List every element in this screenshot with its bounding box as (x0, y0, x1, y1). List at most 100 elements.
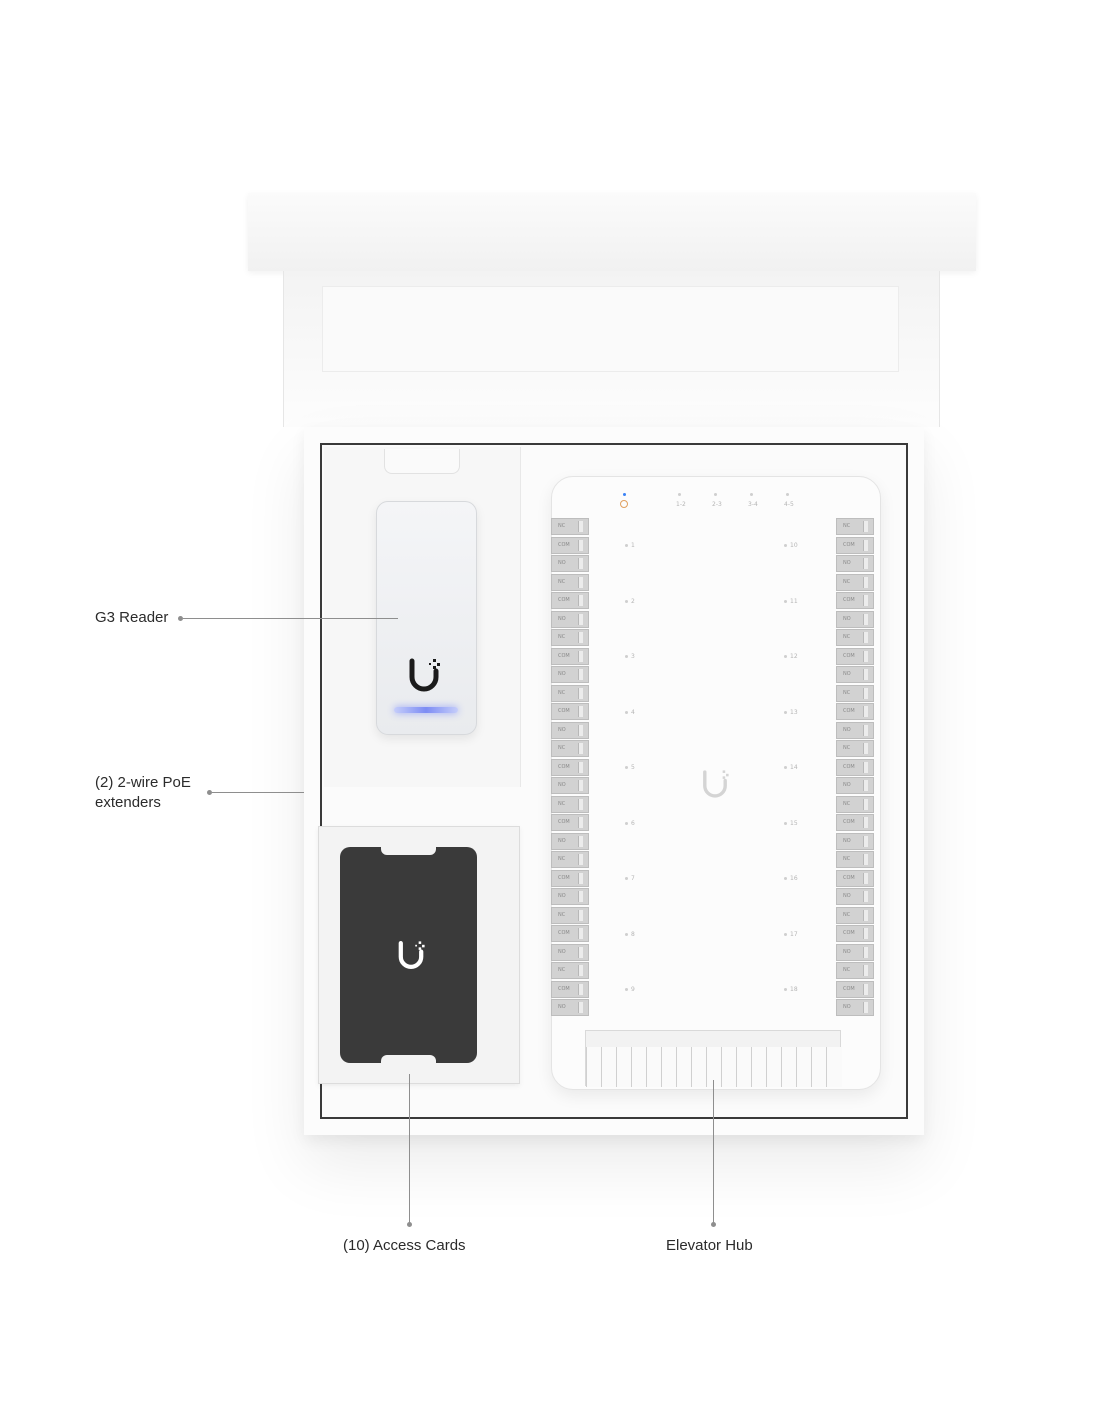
relay-terminal-com: COM (551, 647, 589, 665)
bottom-terminal (646, 1047, 662, 1087)
channel-number: 15 (790, 819, 798, 827)
relay-terminal-no: NO (551, 610, 589, 628)
channel-number: 17 (790, 930, 798, 938)
power-icon (620, 500, 628, 508)
port-label: 3-4 (748, 501, 758, 508)
relay-terminal-no: NO (836, 999, 874, 1016)
relay-terminal-no: NO (551, 777, 589, 794)
relay-terminal-nc: NC (836, 573, 874, 591)
bottom-terminal (781, 1047, 797, 1087)
callout-leader (409, 1074, 410, 1224)
relay-terminal-com: COM (551, 980, 589, 998)
relay-terminal-no: NO (836, 888, 874, 905)
callout-extenders-line1: (2) 2-wire PoE (95, 774, 191, 791)
relay-terminal-no: NO (836, 666, 874, 683)
channel-number: 5 (631, 764, 635, 771)
relay-terminal-nc: NC (836, 795, 874, 813)
channel-led-icon (784, 655, 787, 658)
channel-number: 10 (790, 542, 798, 549)
bottom-terminal (736, 1047, 752, 1087)
relay-terminal-com: COM (836, 536, 874, 554)
relay-terminal-nc: NC (551, 962, 589, 979)
relay-terminal-com: COM (836, 647, 874, 665)
port-label: 4-5 (784, 501, 794, 508)
relay-terminal-nc: NC (551, 795, 589, 813)
card-notch-bottom (381, 1055, 436, 1063)
relay-terminal-nc: NC (551, 906, 589, 924)
callout-leader (212, 792, 304, 793)
relay-terminal-com: COM (836, 925, 874, 942)
channel-led-icon (784, 932, 787, 936)
callout-dot (711, 1222, 716, 1227)
port-label: 1-2 (676, 501, 686, 508)
relay-terminal-no: NO (836, 610, 874, 628)
relay-terminal-com: COM (551, 703, 589, 720)
channel-led-icon (625, 932, 628, 936)
callout-leader (183, 618, 398, 619)
box-lid (248, 193, 976, 271)
bottom-terminal (631, 1047, 647, 1087)
relay-terminal-nc: NC (836, 962, 874, 979)
relay-terminal-nc: NC (551, 740, 589, 757)
channel-led-icon (625, 544, 628, 547)
relay-terminal-nc: NC (836, 684, 874, 702)
card-notch-top (381, 847, 436, 855)
channel-number: 6 (631, 819, 635, 827)
elevator-hub (551, 476, 881, 1090)
relay-terminal-com: COM (836, 703, 874, 720)
bottom-terminal (796, 1047, 812, 1087)
callout-dot (207, 790, 212, 795)
relay-terminal-nc: NC (836, 740, 874, 757)
relay-terminal-com: COM (551, 869, 589, 887)
channel-number: 11 (790, 597, 798, 605)
ubiquiti-logo-icon (409, 658, 440, 692)
channel-number: 2 (631, 597, 635, 605)
bottom-terminal (691, 1047, 707, 1087)
relay-terminal-no: NO (836, 721, 874, 739)
callout-access-cards: (10) Access Cards (343, 1237, 466, 1254)
relay-terminal-nc: NC (551, 851, 589, 868)
ubiquiti-logo-icon (398, 940, 425, 969)
channel-led-icon (784, 710, 787, 714)
bottom-terminal (721, 1047, 737, 1087)
status-led-icon (623, 493, 626, 496)
relay-terminal-com: COM (551, 758, 589, 776)
callout-elevator-hub: Elevator Hub (666, 1237, 753, 1254)
channel-led-icon (784, 877, 787, 880)
relay-terminal-com: COM (836, 592, 874, 609)
bottom-terminal (661, 1047, 677, 1087)
relay-terminal-com: COM (551, 536, 589, 554)
port-led-icon (750, 493, 753, 496)
channel-number: 13 (790, 708, 798, 716)
finger-notch (384, 449, 460, 474)
relay-terminal-nc: NC (836, 851, 874, 868)
relay-terminal-com: COM (551, 592, 589, 609)
box-lid-panel (322, 286, 899, 372)
channel-number: 1 (631, 542, 635, 549)
channel-number: 3 (631, 653, 635, 660)
bottom-terminal (616, 1047, 632, 1087)
bottom-terminal (676, 1047, 692, 1087)
channel-number: 4 (631, 708, 635, 716)
relay-terminal-no: NO (836, 555, 874, 572)
channel-led-icon (625, 599, 628, 603)
relay-terminal-nc: NC (836, 906, 874, 924)
bottom-terminal (601, 1047, 617, 1087)
relay-terminal-no: NO (551, 666, 589, 683)
relay-terminal-nc: NC (836, 629, 874, 646)
channel-number: 14 (790, 764, 798, 771)
port-led-icon (714, 493, 717, 496)
relay-terminal-no: NO (551, 555, 589, 572)
callout-g3-reader: G3 Reader (95, 609, 169, 626)
channel-number: 9 (631, 986, 635, 993)
relay-terminal-no: NO (551, 832, 589, 850)
bottom-terminal (586, 1047, 602, 1087)
relay-terminal-nc: NC (551, 629, 589, 646)
channel-led-icon (784, 599, 787, 603)
channel-number: 12 (790, 653, 798, 660)
relay-terminal-no: NO (551, 888, 589, 905)
bottom-terminal (706, 1047, 722, 1087)
channel-number: 16 (790, 875, 798, 882)
relay-terminal-no: NO (836, 777, 874, 794)
channel-led-icon (625, 877, 628, 880)
